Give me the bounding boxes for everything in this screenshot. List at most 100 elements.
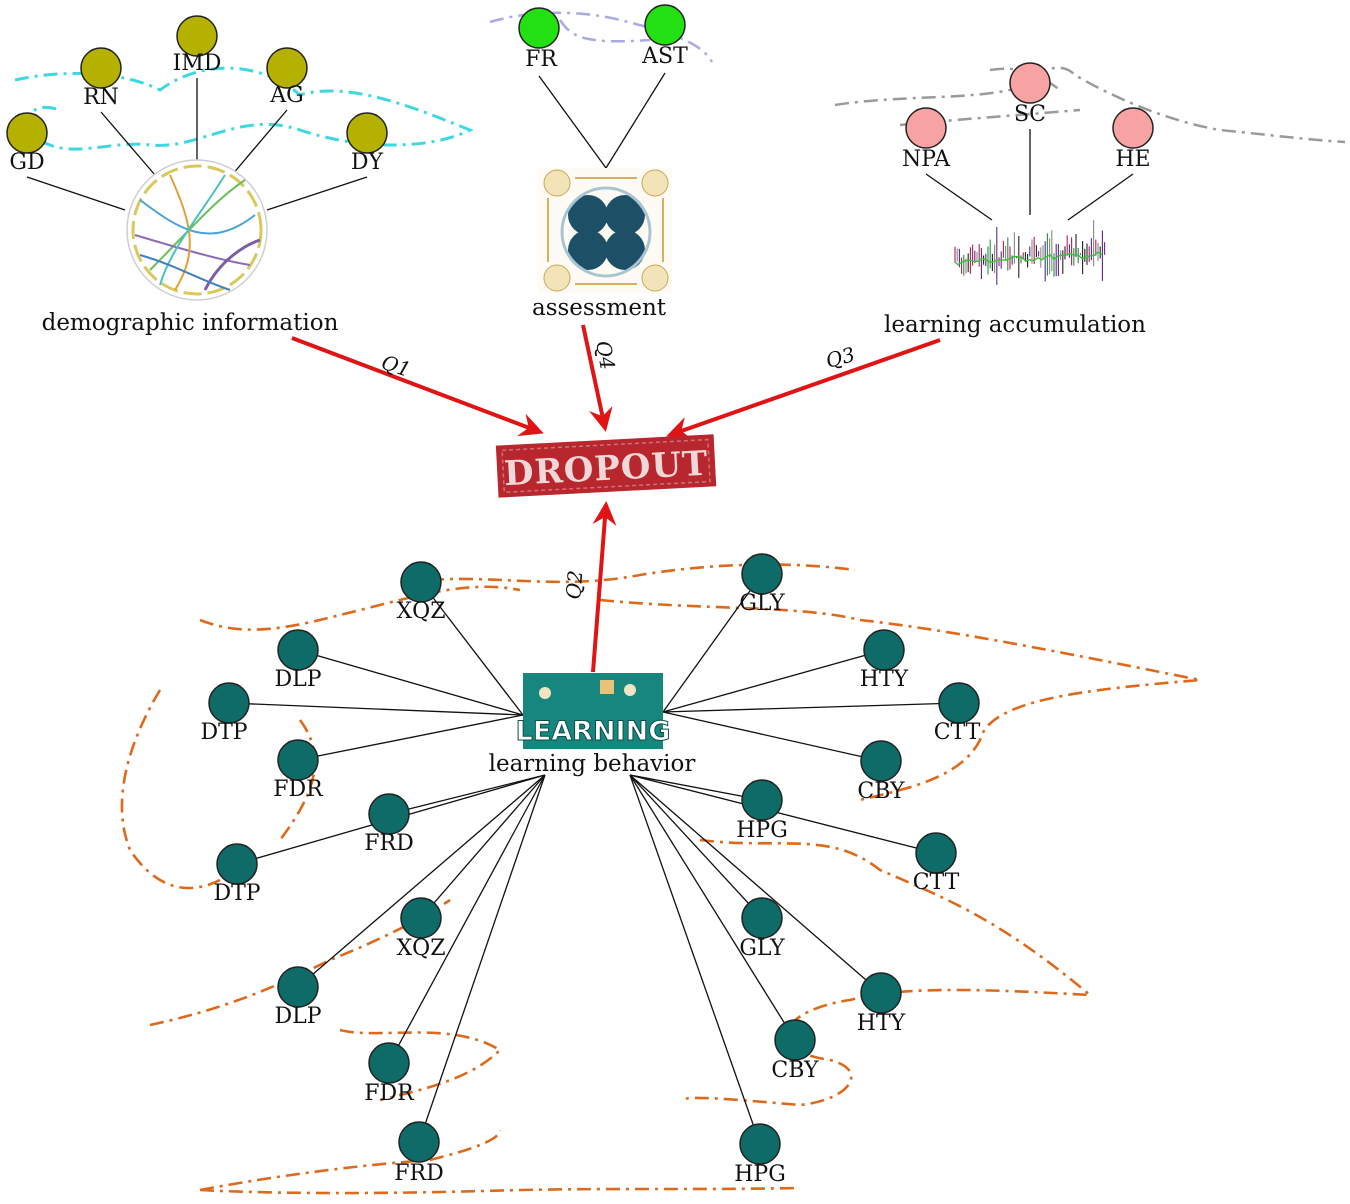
behavior-node-cby <box>774 1019 816 1061</box>
behavior-node-label: GLY <box>739 936 785 961</box>
demographic-edge <box>26 176 126 211</box>
behavior-node-label: CTT <box>934 720 981 745</box>
behavior-node-label: DLP <box>274 667 321 692</box>
behavior-node-label: FDR <box>273 777 324 802</box>
behavior-node-label: DTP <box>213 881 260 906</box>
demographic-edge <box>100 111 156 176</box>
behavior-node-label: XQZ <box>397 936 446 961</box>
behavior-edge <box>662 711 882 762</box>
accumulation-node-label: HE <box>1115 147 1150 172</box>
noise-trend-line <box>954 251 1103 266</box>
arrow-q3 <box>666 338 941 440</box>
behavior-node-xqz <box>400 561 442 603</box>
behavior-node-label: CBY <box>771 1058 819 1083</box>
q1-label: Q1 <box>378 350 413 382</box>
behavior-edge <box>228 702 524 716</box>
assessment-edge <box>605 72 666 169</box>
behavior-node-label: DTP <box>200 720 247 745</box>
behavior-node-dlp <box>277 966 319 1008</box>
arrow-q2 <box>591 501 617 673</box>
learning-banner-text: LEARNING <box>516 716 671 747</box>
behavior-edge <box>662 649 885 713</box>
behavior-edge <box>388 774 546 815</box>
q4-label: Q4 <box>591 339 620 372</box>
behavior-node-label: CBY <box>857 779 905 804</box>
behavior-node-label: FRD <box>394 1161 443 1186</box>
behavior-edge <box>629 774 763 919</box>
demographic-node-ag <box>266 47 308 89</box>
dropout-stamp: DROPOUT <box>495 434 717 498</box>
demographic-node-label: IMD <box>173 51 222 76</box>
demographic-node-label: GD <box>9 150 44 175</box>
behavior-node-label: FDR <box>364 1081 415 1106</box>
demographic-node-imd <box>176 15 218 57</box>
behavior-edge <box>297 649 524 716</box>
demographic-edge <box>266 176 368 211</box>
assessment-node-label: FR <box>525 47 558 72</box>
behavior-edge <box>629 774 882 994</box>
behavior-node-dlp <box>277 629 319 671</box>
accumulation-node-npa <box>905 107 947 149</box>
behavior-node-fdr <box>277 739 319 781</box>
behavior-node-label: DLP <box>274 1004 321 1029</box>
demographic-node-label: RN <box>83 85 119 110</box>
accumulation-node-label: NPA <box>902 147 951 172</box>
behavior-node-label: HTY <box>860 667 909 692</box>
behavior-node-label: HPG <box>734 1162 786 1187</box>
question-arrows <box>291 324 941 673</box>
edges <box>26 72 1134 1145</box>
noise-signal-icon <box>954 220 1106 285</box>
learning-banner-icon: LEARNING <box>515 673 671 749</box>
behavior-edge <box>629 774 796 1041</box>
cyan-trail <box>14 66 474 151</box>
behavior-node-dtp <box>216 843 258 885</box>
behavior-node-cby <box>860 740 902 782</box>
assessment-edge <box>538 75 607 169</box>
assessment-node-fr <box>518 7 560 49</box>
behavior-edge <box>297 774 546 988</box>
demographic-node-rn <box>80 47 122 89</box>
q3-label: Q3 <box>823 342 857 373</box>
behavior-node-label: FRD <box>364 831 413 856</box>
arrow-q1 <box>291 336 544 437</box>
arrow-q4 <box>581 324 613 432</box>
demographic-node-gd <box>6 112 48 154</box>
behavior-node-hpg <box>739 1123 781 1165</box>
accumulation-edge <box>1067 173 1134 221</box>
demographic-node-label: AG <box>269 83 303 108</box>
behavior-edge <box>662 573 763 713</box>
accumulation-node-sc <box>1009 62 1051 104</box>
behavior-node-hty <box>860 972 902 1014</box>
assessment-node-ast <box>644 4 686 46</box>
assessment-node-label: AST <box>641 44 688 69</box>
behavior-edge <box>629 774 763 801</box>
accumulation-label: learning accumulation <box>884 312 1146 338</box>
behavior-edge <box>418 774 546 1143</box>
behavior-node-hty <box>863 629 905 671</box>
behavior-node-ctt <box>915 832 957 874</box>
behavior-edge <box>629 774 937 854</box>
demographic-edge <box>231 109 288 176</box>
orange-trail <box>120 563 1201 1195</box>
behavior-node-label: HTY <box>857 1011 906 1036</box>
behavior-node-gly <box>741 553 783 595</box>
behavior-node-label: GLY <box>739 591 785 616</box>
behavior-node-gly <box>741 897 783 939</box>
accumulation-node-he <box>1112 107 1154 149</box>
behavior-edge <box>629 774 761 1145</box>
accumulation-edge <box>925 173 993 221</box>
behavior-node-dtp <box>208 682 250 724</box>
behavior-node-frd <box>398 1121 440 1163</box>
cycle-diagram-icon <box>538 168 672 293</box>
behavior-edge <box>420 581 524 716</box>
demographic-node-label: DY <box>351 150 384 175</box>
behavior-label: learning behavior <box>489 751 696 777</box>
behavior-edge <box>420 774 546 919</box>
behavior-edge <box>388 774 546 1064</box>
behavior-node-hpg <box>741 779 783 821</box>
q2-label: Q2 <box>561 569 587 600</box>
behavior-node-label: HPG <box>736 818 788 843</box>
assessment-label: assessment <box>532 295 667 321</box>
